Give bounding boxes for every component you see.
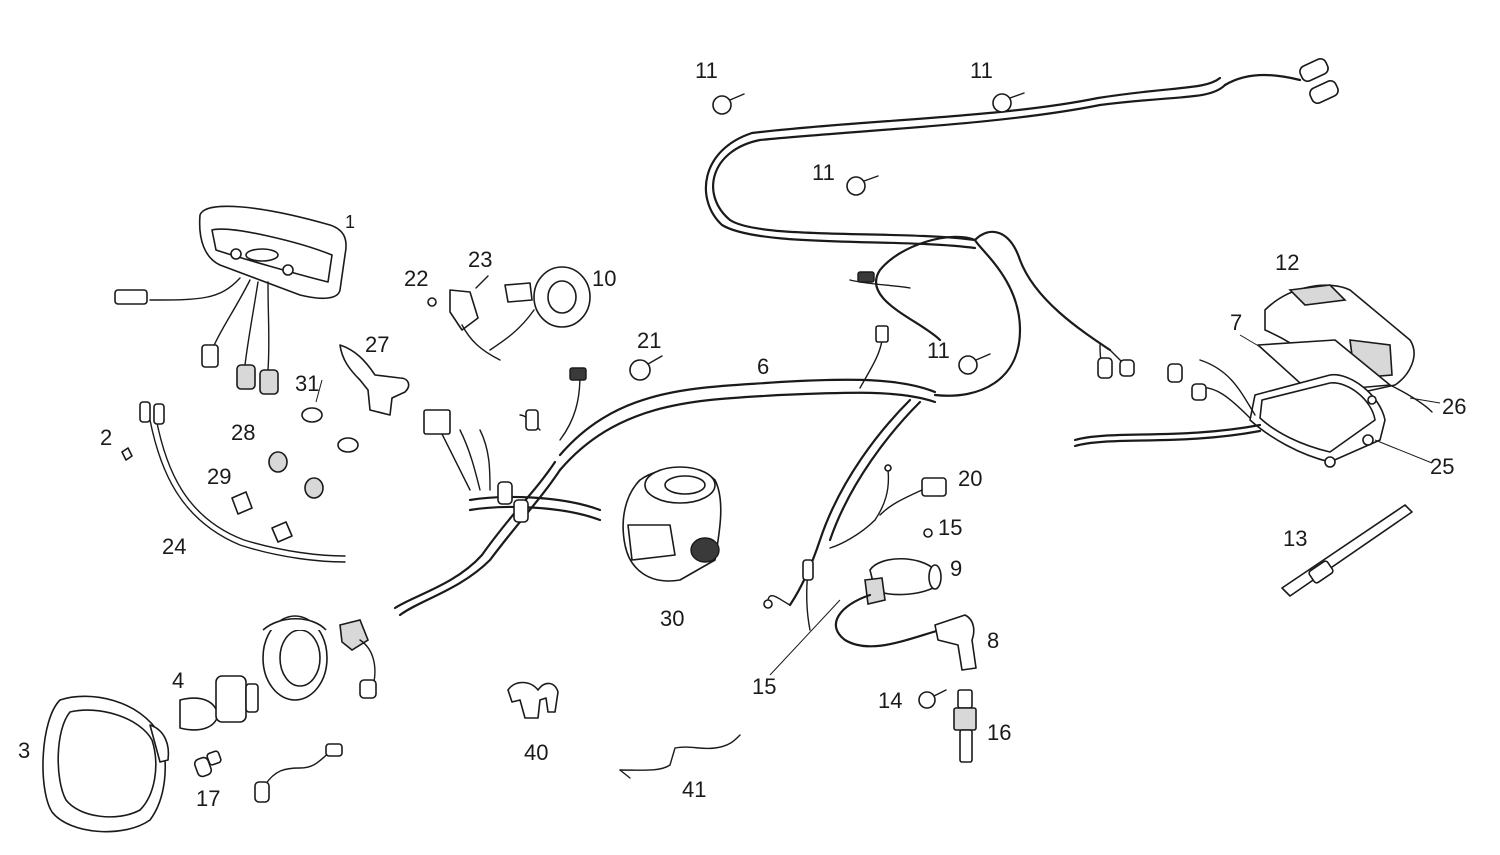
connector-icon [1309, 80, 1339, 104]
callout-4: 4 [172, 668, 184, 693]
callout-30: 30 [660, 606, 684, 631]
callout-2: 2 [100, 425, 112, 450]
callout-20: 20 [958, 466, 982, 491]
callout-15a: 15 [938, 515, 962, 540]
cable-clip-part [712, 93, 745, 115]
callout-26: 26 [1442, 394, 1466, 419]
callout-24: 24 [162, 534, 186, 559]
callout-31: 31 [295, 371, 319, 396]
callout-14: 14 [878, 688, 902, 713]
wire-part [149, 419, 346, 563]
callout-1: 1 [345, 212, 355, 232]
callout-13: 13 [1283, 526, 1307, 551]
callout-22: 22 [404, 266, 428, 291]
callout-40: 40 [524, 740, 548, 765]
grommet-set-part [121, 407, 359, 543]
cable-clip-part [507, 681, 559, 719]
callout-21: 21 [637, 328, 661, 353]
cable-clip-part [629, 355, 663, 381]
callout-28: 28 [231, 420, 255, 445]
callout-17: 17 [196, 786, 220, 811]
strap-part [1281, 504, 1413, 597]
connector-icon [497, 481, 513, 505]
spark-plug-part [953, 689, 977, 763]
connector-part [829, 464, 947, 549]
callout-27: 27 [365, 332, 389, 357]
cable-clip-part [918, 689, 947, 709]
callout-23: 23 [468, 247, 492, 272]
horn-part [427, 266, 591, 361]
callout-3: 3 [18, 738, 30, 763]
callout-11a: 11 [695, 58, 718, 83]
callout-6: 6 [757, 354, 769, 379]
cable-clip-part [992, 92, 1025, 113]
callout-11d: 11 [927, 338, 950, 363]
instrument-cluster-part [114, 205, 347, 395]
reflector-part [262, 615, 328, 701]
connector-block-icon [423, 409, 451, 435]
callout-25: 25 [1430, 454, 1454, 479]
bracket-part [339, 344, 410, 416]
main-wiring-harness [393, 58, 1339, 617]
callout-12: 12 [1275, 250, 1299, 275]
connector-icon [875, 325, 889, 343]
ignition-coil-part [834, 558, 942, 648]
connector-icon [857, 271, 875, 283]
mounting-plate-part [1249, 374, 1386, 468]
headlight-socket-part [339, 619, 377, 699]
connector-icon [1097, 357, 1113, 379]
callout-labels: 1 2 3 4 6 7 8 9 10 11 11 11 11 12 13 14 … [18, 58, 1466, 811]
connector-icon [513, 499, 529, 523]
callout-8: 8 [987, 628, 999, 653]
connector-icon [525, 409, 539, 431]
handlebar-switch-part [622, 466, 722, 582]
wire-clip-part [619, 734, 741, 771]
headlight-bulb-part [179, 675, 259, 731]
connector-icon [1119, 359, 1135, 377]
callout-29: 29 [207, 464, 231, 489]
callout-10: 10 [592, 266, 616, 291]
callout-9: 9 [950, 556, 962, 581]
cdi-unit-part [1264, 284, 1415, 396]
callout-16: 16 [987, 720, 1011, 745]
callout-41: 41 [682, 777, 706, 802]
leader-lines [315, 334, 1441, 676]
connector-icon [569, 367, 587, 381]
cable-clip-part [958, 353, 991, 375]
callout-15b: 15 [752, 674, 776, 699]
bulb-socket-part [254, 743, 343, 803]
connector-icon [1299, 58, 1329, 82]
callout-11b: 11 [970, 58, 993, 83]
cable-clip-part [846, 175, 879, 196]
bulb-part [193, 750, 222, 778]
headlight-part [42, 695, 170, 833]
spark-plug-cap-part [934, 614, 977, 671]
callout-7: 7 [1230, 310, 1242, 335]
callout-11c: 11 [812, 160, 835, 185]
